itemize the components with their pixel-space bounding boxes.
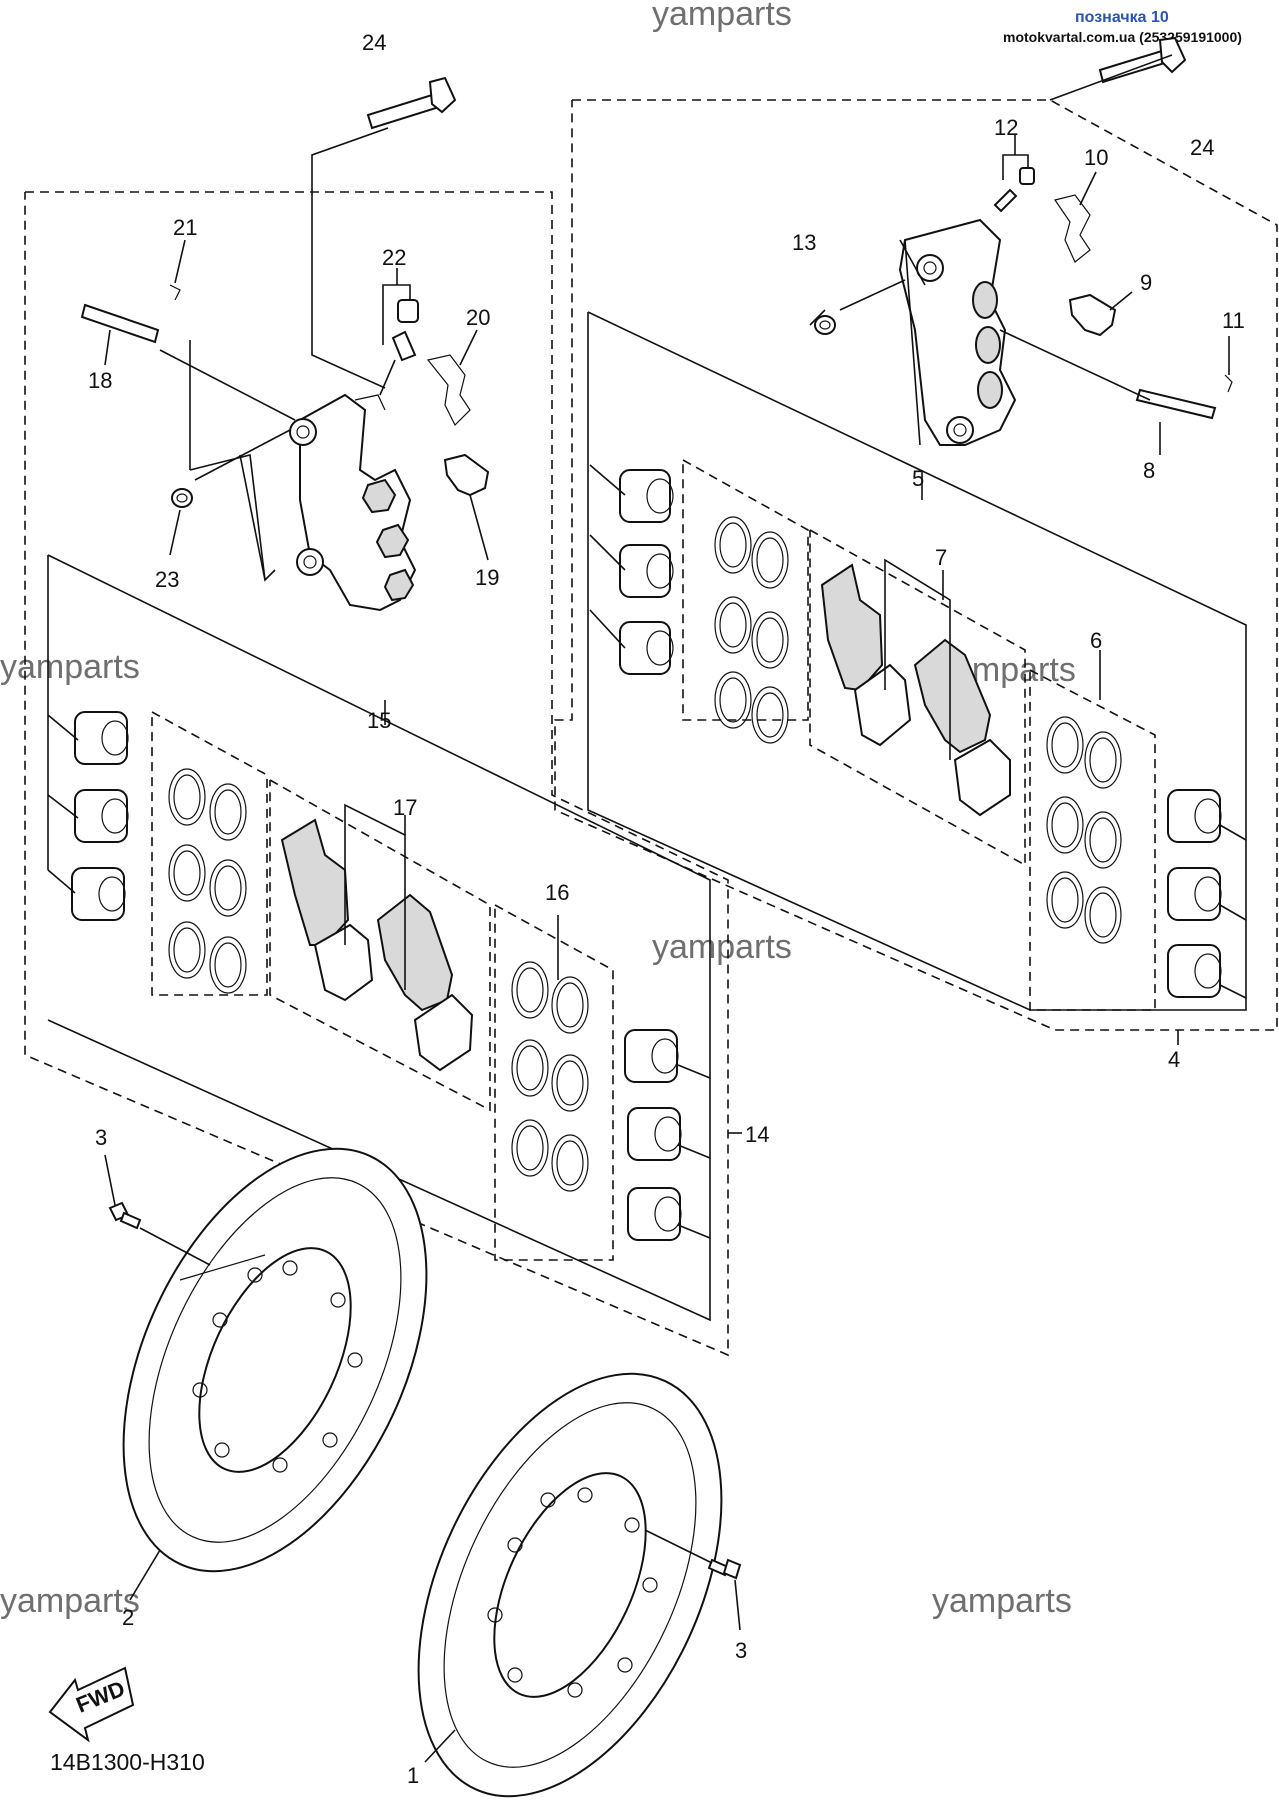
header-tag: позначка 10 [1075,9,1169,26]
callout-16: 16 [545,880,569,905]
callout-7: 7 [935,545,947,570]
callout-21: 21 [173,215,197,240]
left-caliper-assembly [24,76,742,1357]
callout-23: 23 [155,567,179,592]
right-caliper-body [898,218,1017,446]
callout-22: 22 [382,245,406,270]
piston [1167,789,1222,843]
callout-14: 14 [745,1122,769,1147]
callout-labels: 24 24 12 10 13 9 11 8 5 7 6 4 21 22 20 1… [88,30,1245,1788]
piston [627,1187,682,1241]
seal-washer [814,315,836,335]
piston-seals [168,768,247,994]
brake-disc-right [417,1372,723,1798]
brake-pad [953,738,1011,817]
watermark: yamparts [932,1582,1072,1620]
watermark: yamparts [652,0,792,33]
callout-12: 12 [994,115,1018,140]
brake-pad [280,818,350,946]
brake-pad [413,993,474,1072]
piston [74,711,129,765]
caliper-bolt [366,76,457,130]
callout-24: 24 [362,30,386,55]
seal-washer [171,488,193,508]
right-caliper-assembly [554,36,1278,1045]
watermark: yamparts [652,928,792,966]
callout-20: 20 [466,305,490,330]
piston-seals [1046,716,1122,944]
left-caliper-body [289,393,417,612]
callout-3: 3 [95,1125,107,1150]
piston [624,1029,679,1083]
brake-disc-left [122,1147,428,1573]
callout-2: 2 [122,1605,134,1630]
watermark: yamparts [0,648,140,686]
piston [619,621,674,675]
diagram-code: 14B1300-H310 [50,1749,205,1775]
pad-pin [1135,374,1233,420]
brake-pad [913,638,992,754]
piston [1167,944,1222,998]
callout-1: 1 [407,1763,419,1788]
callout-19: 19 [475,565,499,590]
piston [1167,867,1222,921]
bleed-screw [391,299,419,362]
callout-17: 17 [393,795,417,820]
piston [619,544,674,598]
callout-10: 10 [1084,145,1108,170]
pad-spring [426,354,471,427]
callout-4: 4 [1168,1047,1180,1072]
pad-pin [80,284,181,344]
callout-5: 5 [912,466,924,491]
piston [74,789,129,843]
piston-seals [714,516,789,744]
callout-6: 6 [1090,628,1102,653]
brake-pad [376,893,454,1012]
brake-pad [313,923,374,1002]
callout-3: 3 [735,1638,747,1663]
pad-spring [1054,194,1091,263]
callout-8: 8 [1143,458,1155,483]
header-site: motokvartal.com.ua (253259191000) [1003,29,1242,45]
callout-11: 11 [1222,308,1245,333]
pad-support [1068,293,1117,337]
piston-seals [511,961,589,1192]
piston [71,867,126,921]
callout-15: 15 [367,708,391,733]
disc-bolt [108,1201,142,1230]
disc-bolt [707,1558,742,1580]
piston [627,1107,682,1161]
fwd-arrow-icon: FWD [48,1666,135,1743]
callout-9: 9 [1140,270,1152,295]
callout-18: 18 [88,368,112,393]
brake-pad [820,563,884,692]
bleed-screw [993,167,1035,213]
callout-24: 24 [1190,135,1214,160]
piston [619,469,674,523]
watermark: yamparts [0,1582,140,1620]
callout-13: 13 [792,230,816,255]
caliper-bolt [1098,36,1187,84]
pad-support [443,453,490,497]
brake-pad [853,663,912,747]
